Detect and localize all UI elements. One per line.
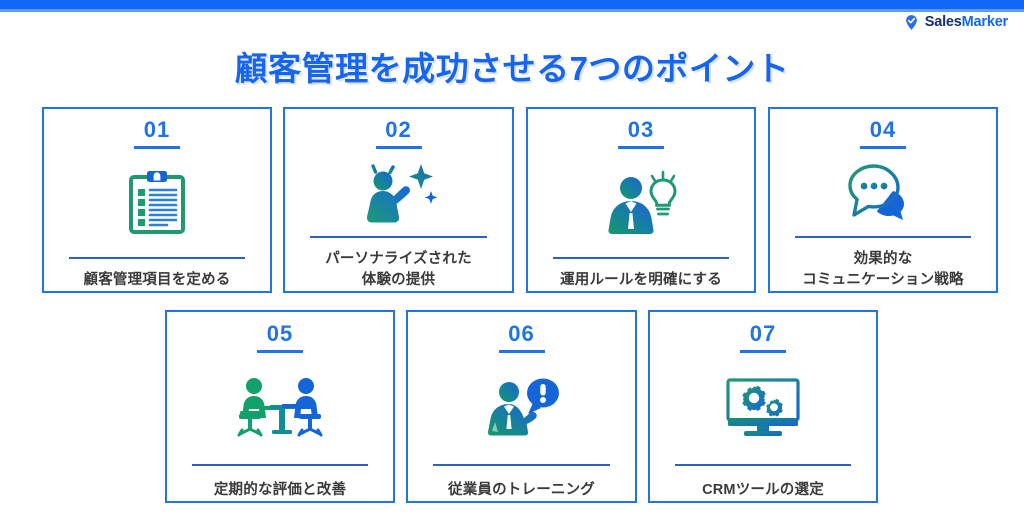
card-icon-area (650, 353, 876, 462)
card-label: 運用ルールを明確にする (528, 259, 754, 291)
card-number: 05 (266, 321, 294, 346)
person-exclamation-bubble-icon (487, 378, 559, 436)
card-divider (191, 464, 369, 466)
point-card-05: 05 (165, 310, 395, 503)
point-card-04: 04 効果的な コミュニケー (768, 107, 998, 293)
point-card-03: 03 (526, 107, 756, 293)
number-underline (257, 350, 303, 353)
card-divider (432, 464, 611, 466)
point-card-01: 01 (42, 107, 272, 293)
card-icon-area (167, 353, 393, 462)
monitor-gears-icon (726, 378, 800, 436)
card-label-line1: 運用ルールを明確にする (560, 271, 722, 288)
person-celebrating-sparkle-icon (366, 161, 437, 223)
card-label: 効果的な コミュニケーション戦略 (770, 238, 996, 291)
number-underline (618, 146, 664, 149)
card-label-line1: 定期的な評価と改善 (213, 481, 347, 498)
card-number: 07 (749, 321, 777, 346)
card-label-line2: 体験の提供 (361, 271, 436, 288)
card-label: 従業員のトレーニング (408, 466, 635, 501)
card-divider (309, 236, 488, 238)
point-card-06: 06 従業員のト (406, 310, 637, 503)
logo-text-marker: Marker (961, 14, 1009, 31)
card-divider (68, 257, 246, 259)
card-label-line2: コミュニケーション戦略 (802, 271, 964, 288)
card-number: 06 (508, 321, 535, 346)
card-number: 02 (385, 117, 412, 142)
card-icon-area (770, 149, 996, 234)
card-icon-area (408, 353, 635, 462)
card-number: 03 (627, 117, 655, 142)
clipboard-checklist-icon (129, 171, 185, 235)
point-card-07: 07 (648, 310, 878, 503)
page-title: 顧客管理を成功させる7つのポイント (234, 50, 790, 87)
speech-bubbles-icon (848, 164, 904, 220)
card-label-line1: 従業員のトレーニング (448, 481, 595, 498)
card-divider (794, 236, 972, 238)
card-divider (552, 257, 730, 259)
number-underline (134, 146, 180, 149)
card-label-line1: CRMツールの選定 (702, 481, 824, 498)
location-pin-check-icon (905, 15, 917, 30)
card-icon-area (285, 149, 512, 234)
card-number: 04 (869, 117, 897, 142)
sales-marker-logo: SalesMarker (903, 14, 1008, 31)
card-label: パーソナライズされた 体験の提供 (285, 238, 512, 291)
top-accent-bar-light (0, 9, 1024, 12)
number-underline (740, 350, 786, 353)
point-card-02: 02 (283, 107, 514, 293)
card-number: 01 (143, 117, 171, 142)
card-label: 定期的な評価と改善 (167, 466, 393, 501)
number-underline (498, 350, 545, 353)
top-accent-bar (0, 0, 1024, 9)
number-underline (860, 146, 906, 149)
card-label: 顧客管理項目を定める (44, 259, 270, 291)
card-icon-area (528, 149, 754, 255)
number-underline (375, 146, 422, 149)
card-divider (674, 464, 852, 466)
card-label-line1: 顧客管理項目を定める (83, 271, 231, 288)
card-label: CRMツールの選定 (650, 466, 876, 501)
card-label-line1: パーソナライズされた (325, 250, 472, 267)
logo-text-sales: Sales (924, 14, 962, 31)
two-people-meeting-desk-icon (237, 377, 323, 437)
businessperson-lightbulb-icon (608, 170, 677, 235)
card-label-line1: 効果的な (853, 250, 913, 267)
card-icon-area (44, 149, 270, 255)
